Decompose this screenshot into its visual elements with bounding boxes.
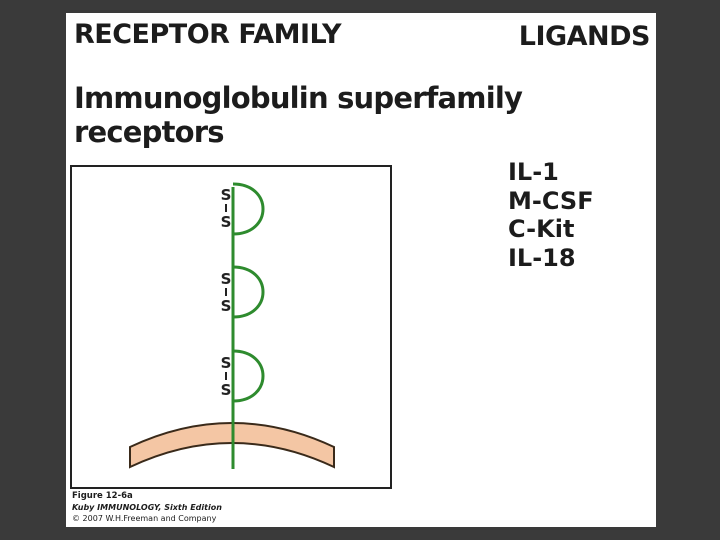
- receptor-family-name: Immunoglobulin superfamily receptors: [74, 81, 523, 149]
- disulfide-s-top: S: [221, 270, 232, 288]
- ligands-heading: LIGANDS: [518, 21, 651, 52]
- disulfide-s-bottom: S: [221, 297, 232, 315]
- copyright: © 2007 W.H.Freeman and Company: [72, 514, 217, 523]
- disulfide-s-bottom: S: [221, 213, 232, 231]
- ligands-list: IL-1 M-CSF C-Kit IL-18: [508, 158, 594, 272]
- disulfide-s-bottom: S: [221, 381, 232, 399]
- ig-domain-loop: [232, 265, 265, 319]
- ligand-item: C-Kit: [508, 215, 575, 243]
- disulfide-s-top: S: [221, 354, 232, 372]
- figure-caption: Figure 12-6a Kuby IMMUNOLOGY, Sixth Edit…: [72, 491, 222, 524]
- ig-domain-loop: [232, 182, 265, 236]
- ligand-item: IL-18: [508, 243, 576, 272]
- disulfide-s-top: S: [221, 186, 232, 204]
- ig-domain-loop: [232, 349, 265, 403]
- ligand-item: M-CSF: [508, 186, 594, 215]
- ligand-item: IL-1: [508, 158, 559, 186]
- figure-number: Figure 12-6a: [72, 491, 133, 501]
- receptor-diagram: S S S S S S: [70, 165, 392, 489]
- receptor-family-heading: RECEPTOR FAMILY: [74, 19, 342, 50]
- cell-membrane: [129, 422, 335, 469]
- receptor-diagram-svg: S S S S S S: [129, 182, 335, 469]
- book-title: Kuby IMMUNOLOGY, Sixth Edition: [72, 503, 222, 512]
- slide: RECEPTOR FAMILY LIGANDS Immunoglobulin s…: [66, 13, 656, 527]
